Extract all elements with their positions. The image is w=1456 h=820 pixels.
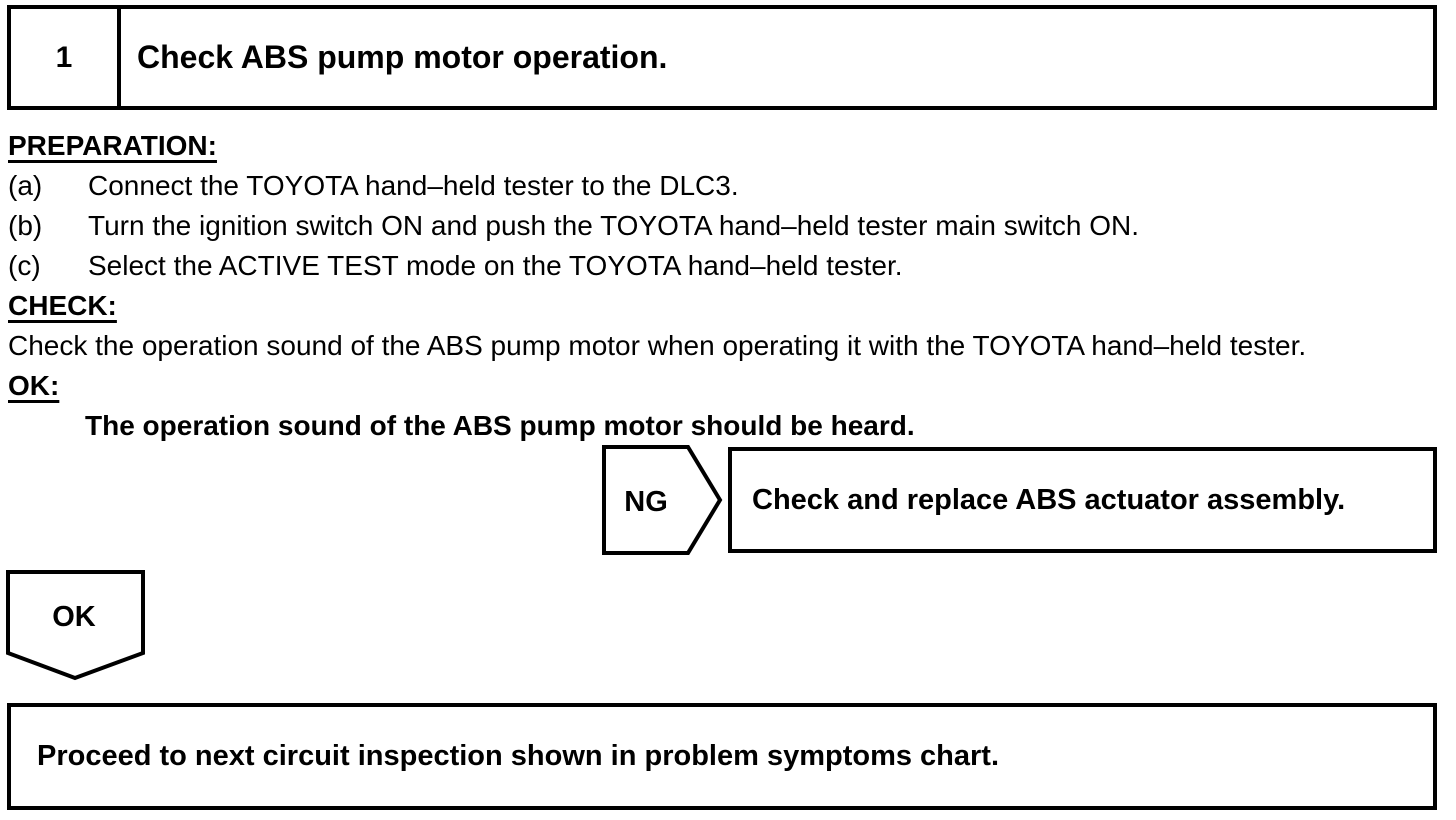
- ok-connector-label: OK: [52, 601, 96, 633]
- ok-text: The operation sound of the ABS pump moto…: [85, 410, 915, 441]
- step-number: 1: [11, 9, 121, 106]
- ok-result-text: Proceed to next circuit inspection shown…: [37, 740, 1000, 772]
- item-c-text: Select the ACTIVE TEST mode on the TOYOT…: [88, 250, 903, 281]
- step-title: Check ABS pump motor operation.: [137, 39, 668, 75]
- ng-action-text: Check and replace ABS actuator assembly.: [752, 483, 1346, 516]
- step-header-table: 1 Check ABS pump motor operation.: [7, 5, 1437, 110]
- item-a-label: (a): [8, 170, 43, 201]
- ng-action-box: Check and replace ABS actuator assembly.: [728, 447, 1437, 553]
- item-b-label: (b): [8, 210, 43, 241]
- preparation-heading: PREPARATION:: [8, 126, 1452, 166]
- ok-result-box: Proceed to next circuit inspection shown…: [7, 703, 1437, 810]
- ok-heading-text: OK:: [8, 370, 60, 401]
- item-a-text: Connect the TOYOTA hand–held tester to t…: [88, 170, 739, 201]
- preparation-heading-text: PREPARATION:: [8, 130, 217, 161]
- preparation-item-c: (c) Select the ACTIVE TEST mode on the T…: [8, 246, 1452, 286]
- ng-pentagon-icon: [602, 445, 723, 555]
- preparation-item-a: (a) Connect the TOYOTA hand–held tester …: [8, 166, 1452, 206]
- ok-connector-shape: OK: [6, 570, 145, 681]
- preparation-item-b: (b) Turn the ignition switch ON and push…: [8, 206, 1452, 246]
- ok-pentagon-icon: [6, 570, 145, 681]
- check-heading: CHECK:: [8, 286, 1452, 326]
- ok-heading: OK:: [8, 366, 1452, 406]
- item-b-text: Turn the ignition switch ON and push the…: [88, 210, 1140, 241]
- check-text: Check the operation sound of the ABS pum…: [8, 330, 1307, 361]
- item-c-label: (c): [8, 250, 41, 281]
- check-heading-text: CHECK:: [8, 290, 117, 321]
- ng-connector-label: NG: [624, 486, 668, 518]
- ng-connector-shape: NG: [602, 445, 723, 555]
